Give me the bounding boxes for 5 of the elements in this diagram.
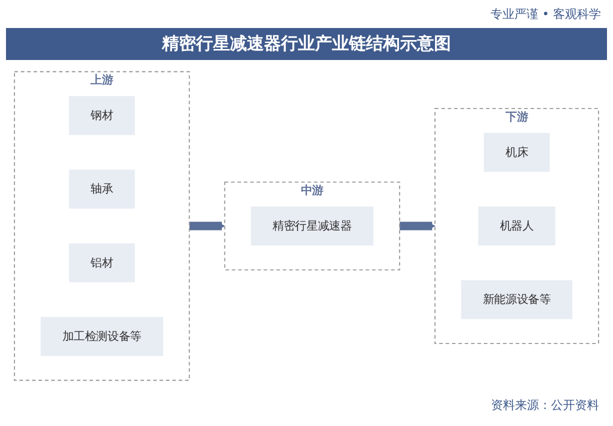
arrow xyxy=(188,222,226,230)
title-banner: 精密行星减速器行业产业链结构示意图 xyxy=(6,28,607,60)
arrow xyxy=(398,222,436,230)
source-note: 资料来源：公开资料 xyxy=(491,396,599,414)
tagline: 专业严谨 • 客观科学 xyxy=(490,6,601,23)
